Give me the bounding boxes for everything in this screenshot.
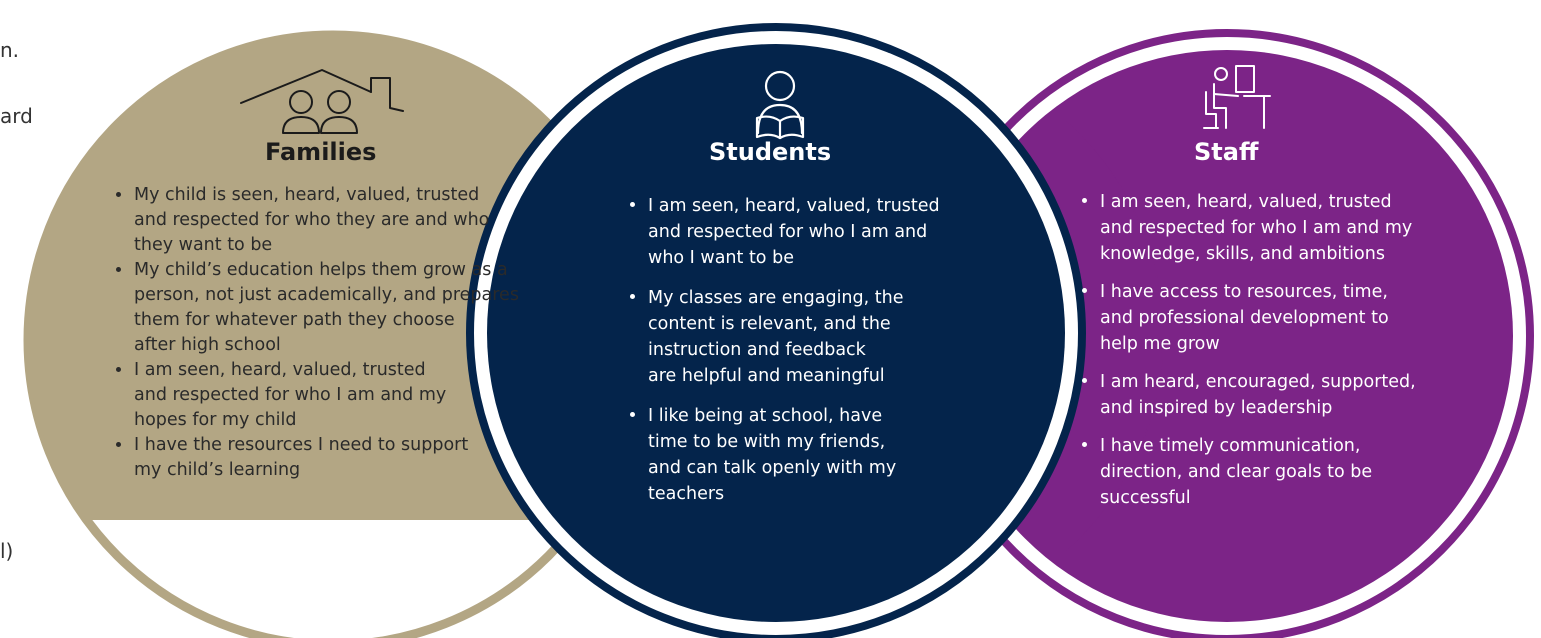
students-item: My classes are engaging, the content is …	[630, 285, 1010, 389]
families-list: My child is seen, heard, valued, trusted…	[116, 183, 586, 483]
house-family-icon	[240, 69, 404, 134]
staff-fill	[941, 50, 1513, 622]
students-item: I am seen, heard, valued, trusted and re…	[630, 193, 1010, 271]
families-item: I have the resources I need to support m…	[116, 433, 586, 483]
students-list: I am seen, heard, valued, trusted and re…	[630, 193, 1010, 521]
staff-title: Staff	[1194, 138, 1259, 166]
families-title: Families	[265, 138, 377, 166]
staff-list: I am seen, heard, valued, trusted and re…	[1082, 189, 1482, 523]
students-fill	[487, 44, 1065, 622]
staff-item: I am heard, encouraged, supported, and i…	[1082, 369, 1482, 421]
staff-circle	[920, 29, 1534, 638]
families-item: My child’s education helps them grow as …	[116, 258, 586, 358]
edge-text-1: n.	[0, 38, 20, 62]
staff-item: I have access to resources, time, and pr…	[1082, 279, 1482, 357]
families-circle	[23, 30, 643, 638]
students-item: I like being at school, have time to be …	[630, 403, 1010, 507]
staff-desk-icon	[1203, 65, 1271, 129]
staff-item: I am seen, heard, valued, trusted and re…	[1082, 189, 1482, 267]
students-title: Students	[709, 138, 832, 166]
families-item: I am seen, heard, valued, trusted and re…	[116, 358, 586, 433]
students-circle	[466, 23, 1086, 638]
edge-text-2: ard	[0, 104, 33, 128]
edge-text-3: l)	[0, 539, 14, 563]
families-item: My child is seen, heard, valued, trusted…	[116, 183, 586, 258]
families-fill	[28, 35, 638, 520]
student-reading-icon	[755, 70, 805, 140]
staff-item: I have timely communication, direction, …	[1082, 433, 1482, 511]
